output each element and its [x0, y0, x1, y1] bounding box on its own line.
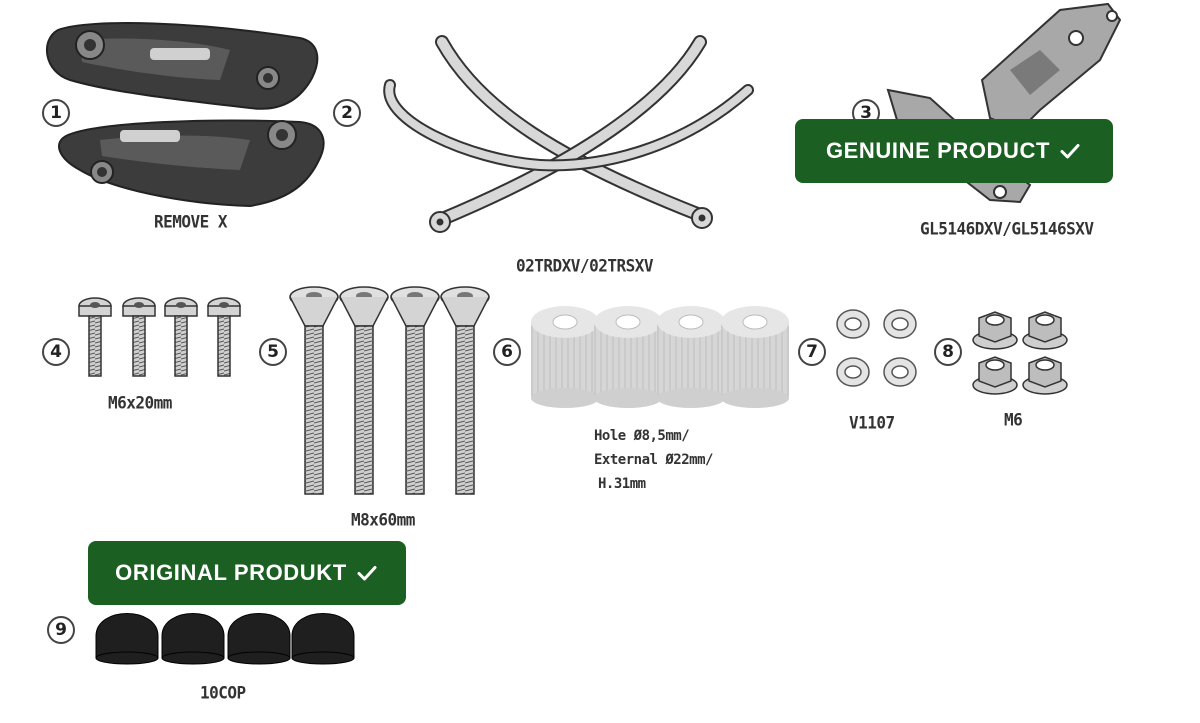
part-4-screws	[78, 297, 241, 377]
part-8-nuts	[972, 311, 1068, 395]
part-4-label: M6x20mm	[108, 392, 172, 413]
part-6-spec-height: H.31mm	[598, 476, 646, 492]
check-icon	[357, 566, 377, 581]
part-6-spec-hole: Hole Ø8,5mm/	[594, 428, 690, 444]
part-number-7: 7	[798, 338, 826, 366]
part-number-2: 2	[333, 99, 361, 127]
part-6-spacers	[531, 306, 789, 408]
part-number-5: 5	[259, 338, 287, 366]
part-5-label: M8x60mm	[351, 509, 415, 530]
original-produkt-text: ORIGINAL PRODUKT	[115, 560, 347, 585]
part-9-label: 10COP	[200, 682, 246, 703]
part-1-brackets	[46, 22, 325, 208]
part-2-frame	[383, 35, 754, 233]
part-7-label: V1107	[849, 412, 895, 433]
part-6-spec-external: External Ø22mm/	[594, 452, 713, 468]
part-number-1: 1	[42, 99, 70, 127]
part-1-label: REMOVE X	[154, 211, 228, 232]
part-number-8: 8	[934, 338, 962, 366]
part-3-label: GL5146DXV/GL5146SXV	[920, 218, 1094, 239]
part-8-label: M6	[1004, 409, 1023, 430]
part-number-6: 6	[493, 338, 521, 366]
check-icon	[1060, 144, 1080, 159]
part-number-4: 4	[42, 338, 70, 366]
part-5-screws	[289, 286, 490, 495]
genuine-product-text: GENUINE PRODUCT	[825, 138, 1051, 163]
genuine-product-badge: GENUINE PRODUCT	[795, 119, 1113, 183]
part-7-washers	[836, 309, 917, 387]
part-number-9: 9	[47, 616, 75, 644]
original-produkt-badge: ORIGINAL PRODUKT	[88, 541, 406, 605]
part-9-caps	[95, 613, 355, 665]
part-2-label: 02TRDXV/02TRSXV	[516, 255, 654, 276]
part-6-spec: Hole Ø8,5mm/ External Ø22mm/ H.31mm	[594, 424, 713, 496]
